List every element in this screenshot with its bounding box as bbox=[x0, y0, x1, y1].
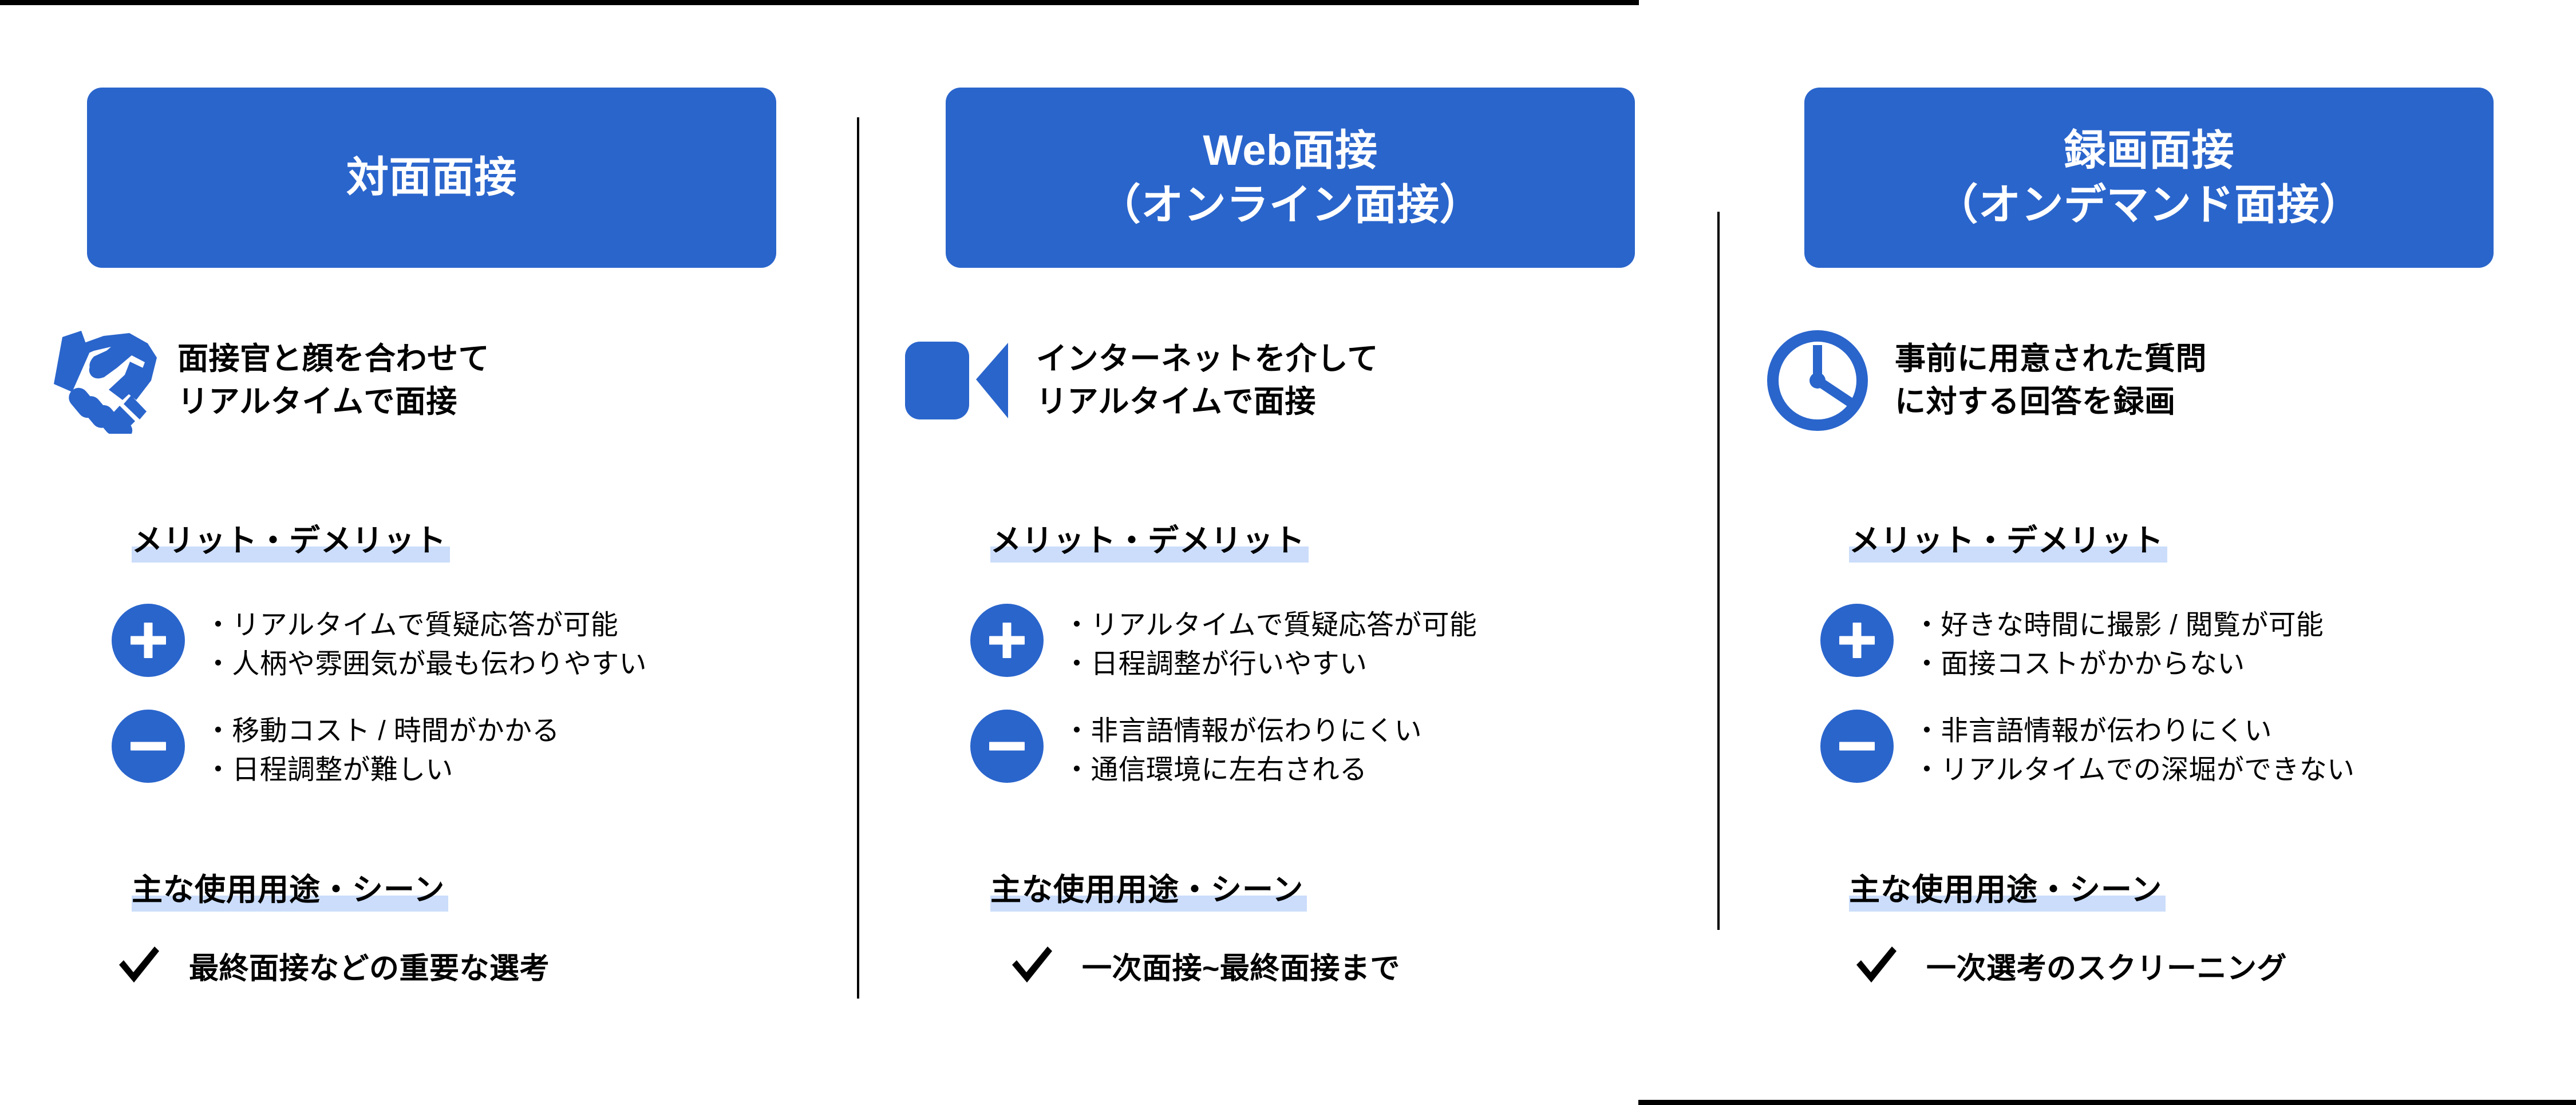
usage-row-in-person: 最終面接などの重要な選考 bbox=[114, 941, 550, 989]
list-item: ・面接コストがかからない bbox=[1913, 649, 2245, 680]
cons-block-web: ・非言語情報が伝わりにくい ・通信環境に左右される bbox=[970, 710, 1422, 790]
cons-list-recorded: ・非言語情報が伝わりにくい ・リアルタイムでの深堀ができない bbox=[1913, 710, 2354, 790]
cons-list-web: ・非言語情報が伝わりにくい ・通信環境に左右される bbox=[1063, 710, 1422, 790]
pros-list-recorded: ・好きな時間に撮影 / 閲覧が可能 ・面接コストがかからない bbox=[1913, 604, 2324, 684]
column-title-web: Web面接 （オンライン面接） bbox=[1098, 126, 1483, 228]
plus-icon bbox=[1820, 604, 1894, 677]
column-web: Web面接 （オンライン面接） インターネットを介して リアルタイムで面接 メリ… bbox=[859, 0, 1717, 1105]
column-divider-1 bbox=[857, 117, 859, 999]
cons-block-in-person: ・移動コスト / 時間がかかる ・日程調整が難しい bbox=[112, 710, 560, 790]
plus-icon bbox=[112, 604, 185, 677]
top-rule bbox=[0, 0, 1639, 5]
usage-heading-label-web: 主な使用用途・シーン bbox=[990, 864, 1307, 912]
column-recorded: 録画面接 （オンデマンド面接） 事前に用意された質問 に対する回答を録画 メリッ… bbox=[1717, 0, 2576, 1105]
usage-heading-label-recorded: 主な使用用途・シーン bbox=[1849, 864, 2166, 912]
column-divider-2 bbox=[1717, 212, 1720, 930]
column-title-in-person: 対面面接 bbox=[346, 153, 517, 201]
lead-text-in-person: 面接官と顔を合わせて リアルタイムで面接 bbox=[177, 342, 489, 419]
video-camera-icon bbox=[864, 309, 1036, 452]
column-title-recorded: 録画面接 （オンデマンド面接） bbox=[1935, 126, 2362, 228]
list-item: ・移動コスト / 時間がかかる bbox=[204, 716, 560, 746]
merit-heading-label-in-person: メリット・デメリット bbox=[132, 515, 450, 563]
column-in-person: 対面面接 bbox=[0, 0, 859, 1105]
handshake-icon bbox=[6, 309, 177, 452]
pros-block-in-person: ・リアルタイムで質疑応答が可能 ・人柄や雰囲気が最も伝わりやすい bbox=[112, 604, 647, 684]
list-item: ・リアルタイムでの深堀ができない bbox=[1913, 755, 2355, 786]
usage-text-in-person: 最終面接などの重要な選考 bbox=[189, 952, 550, 985]
usage-row-recorded: 一次選考のスクリーニング bbox=[1852, 941, 2287, 989]
list-item: ・非言語情報が伝わりにくい bbox=[1063, 716, 1422, 746]
usage-heading-label-in-person: 主な使用用途・シーン bbox=[132, 864, 449, 912]
merit-heading-web: メリット・デメリット bbox=[990, 515, 1309, 563]
minus-icon bbox=[112, 710, 185, 783]
list-item: ・日程調整が難しい bbox=[204, 755, 453, 786]
check-icon bbox=[114, 941, 163, 989]
pros-block-web: ・リアルタイムで質疑応答が可能 ・日程調整が行いやすい bbox=[970, 604, 1477, 684]
merit-heading-in-person: メリット・デメリット bbox=[132, 515, 450, 563]
pros-block-recorded: ・好きな時間に撮影 / 閲覧が可能 ・面接コストがかからない bbox=[1820, 604, 2324, 684]
usage-text-recorded: 一次選考のスクリーニング bbox=[1926, 952, 2287, 985]
column-header-card-in-person: 対面面接 bbox=[87, 88, 776, 268]
check-icon bbox=[1008, 941, 1056, 989]
bottom-rule bbox=[1638, 1100, 2576, 1105]
pros-list-in-person: ・リアルタイムで質疑応答が可能 ・人柄や雰囲気が最も伝わりやすい bbox=[204, 604, 647, 684]
column-header-card-web: Web面接 （オンライン面接） bbox=[946, 88, 1635, 268]
merit-heading-label-web: メリット・デメリット bbox=[990, 515, 1309, 563]
pros-list-web: ・リアルタイムで質疑応答が可能 ・日程調整が行いやすい bbox=[1063, 604, 1477, 684]
lead-row-web: インターネットを介して リアルタイムで面接 bbox=[859, 309, 1723, 452]
lead-text-recorded: 事前に用意された質問 に対する回答を録画 bbox=[1895, 342, 2207, 419]
usage-heading-recorded: 主な使用用途・シーン bbox=[1849, 864, 2166, 912]
usage-heading-in-person: 主な使用用途・シーン bbox=[132, 864, 449, 912]
merit-heading-recorded: メリット・デメリット bbox=[1849, 515, 2167, 563]
check-icon bbox=[1852, 941, 1900, 989]
minus-icon bbox=[1820, 710, 1894, 783]
merit-heading-label-recorded: メリット・デメリット bbox=[1849, 515, 2167, 563]
lead-text-web: インターネットを介して リアルタイムで面接 bbox=[1036, 342, 1378, 419]
list-item: ・人柄や雰囲気が最も伝わりやすい bbox=[204, 649, 647, 680]
list-item: ・日程調整が行いやすい bbox=[1063, 649, 1368, 680]
usage-row-web: 一次面接~最終面接まで bbox=[1008, 941, 1400, 989]
usage-text-web: 一次面接~最終面接まで bbox=[1082, 952, 1400, 985]
clock-icon bbox=[1723, 309, 1895, 452]
list-item: ・リアルタイムで質疑応答が可能 bbox=[204, 610, 619, 640]
usage-heading-web: 主な使用用途・シーン bbox=[990, 864, 1307, 912]
lead-row-in-person: 面接官と顔を合わせて リアルタイムで面接 bbox=[0, 309, 864, 452]
lead-row-recorded: 事前に用意された質問 に対する回答を録画 bbox=[1717, 309, 2576, 452]
list-item: ・通信環境に左右される bbox=[1063, 755, 1368, 786]
list-item: ・好きな時間に撮影 / 閲覧が可能 bbox=[1913, 610, 2324, 640]
cons-list-in-person: ・移動コスト / 時間がかかる ・日程調整が難しい bbox=[204, 710, 560, 790]
column-header-card-recorded: 録画面接 （オンデマンド面接） bbox=[1804, 88, 2494, 268]
cons-block-recorded: ・非言語情報が伝わりにくい ・リアルタイムでの深堀ができない bbox=[1820, 710, 2354, 790]
list-item: ・非言語情報が伝わりにくい bbox=[1913, 716, 2272, 746]
minus-icon bbox=[970, 710, 1044, 783]
plus-icon bbox=[970, 604, 1044, 677]
list-item: ・リアルタイムで質疑応答が可能 bbox=[1063, 610, 1477, 640]
